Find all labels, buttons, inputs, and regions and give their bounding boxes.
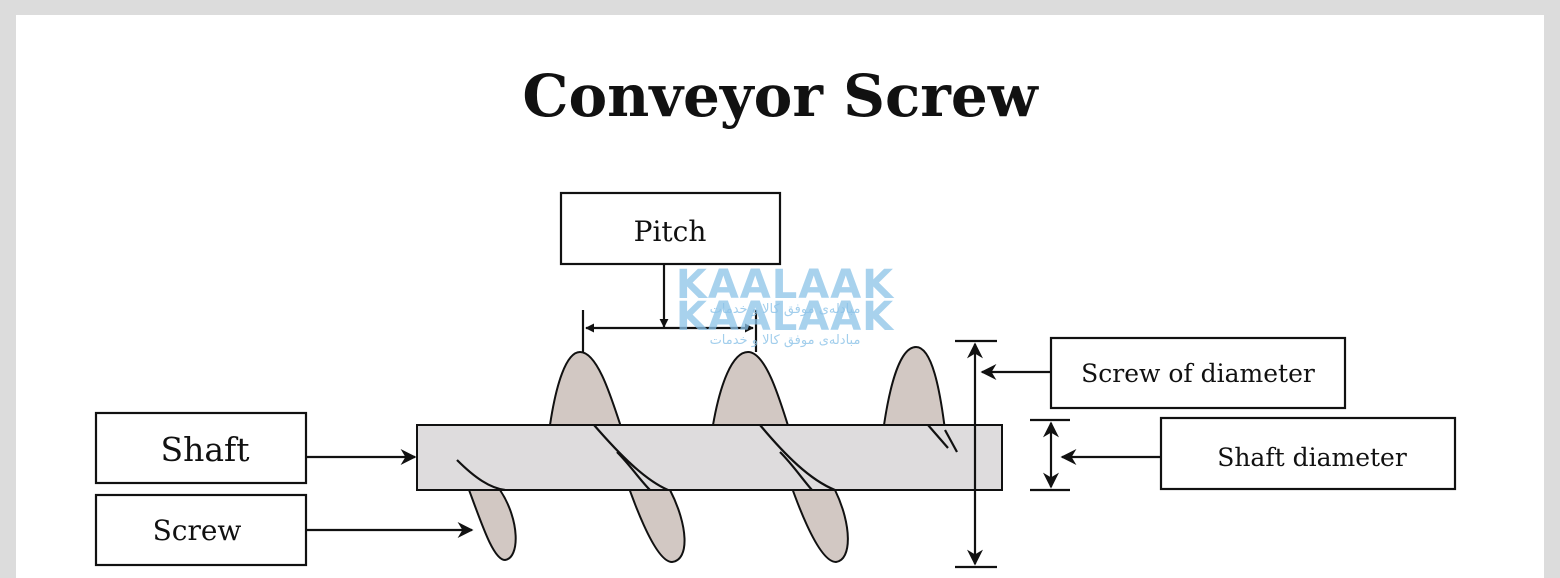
- screw-flight-crossings: [456, 424, 958, 492]
- svg-text:KAALAAK: KAALAAK: [676, 294, 895, 340]
- page-title: Conveyor Screw: [522, 62, 1039, 130]
- screw-label: Screw: [153, 514, 242, 547]
- watermark-logo: KAALAAK مبادلەی موفق کالا و خدمات KAALAA…: [676, 262, 895, 348]
- screw-of-diameter-label: Screw of diameter: [1081, 359, 1315, 388]
- shaft-diameter-label-box: Shaft diameter: [1159, 416, 1457, 491]
- screw-flights-upper: [548, 345, 947, 434]
- screw-label-box: Screw: [94, 493, 474, 567]
- shaft-label-box: Shaft: [94, 411, 417, 485]
- svg-text:KAALAAK: KAALAAK: [676, 262, 895, 308]
- pitch-label: Pitch: [634, 215, 707, 248]
- svg-text:مبادلەی موفق کالا و خدمات: مبادلەی موفق کالا و خدمات: [710, 302, 861, 317]
- shaft-diameter-dimension: [1030, 418, 1160, 492]
- pitch-dimension: [581, 265, 758, 352]
- pitch-label-box: Pitch: [559, 191, 782, 266]
- shaft-label: Shaft: [160, 430, 249, 469]
- shaft-body: [416, 424, 1003, 491]
- shaft-diameter-label: Shaft diameter: [1217, 443, 1407, 472]
- svg-text:مبادلەی موفق کالا و خدمات: مبادلەی موفق کالا و خدمات: [710, 333, 861, 348]
- screw-diameter-dimension: [955, 339, 1050, 569]
- screw-of-diameter-label-box: Screw of diameter: [1049, 336, 1347, 410]
